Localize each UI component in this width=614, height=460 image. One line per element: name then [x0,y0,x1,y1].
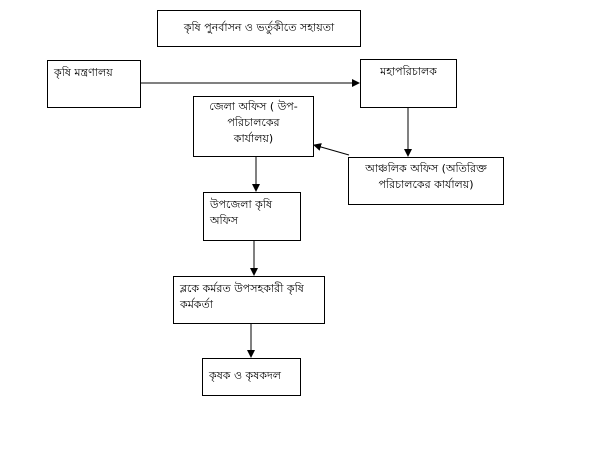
district-office-box: জেলা অফিস ( উপ-পরিচালকের কার্যালয়) [193,96,314,157]
regional-office-box: আঞ্চলিক অফিস (অতিরিক্ত পরিচালকের কার্যাল… [348,157,504,205]
ministry-label: কৃষি মন্ত্রণালয় [54,66,113,79]
director-general-label: মহাপরিচালক [380,65,437,78]
upazila-office-box: উপজেলা কৃষি অফিস [203,192,301,241]
farmers-box: কৃষক ও কৃষকদল [202,358,301,396]
title-text: কৃষি পুনর্বাসন ও ভর্তুকীতে সহায়তা [183,21,335,34]
upazila-office-label: উপজেলা কৃষি অফিস [210,198,273,227]
title-box: কৃষি পুনর্বাসন ও ভর্তুকীতে সহায়তা [157,10,361,47]
ministry-box: কৃষি মন্ত্রণালয় [47,60,141,108]
block-officer-box: ব্লকে কর্মরত উপসহকারী কৃষি কর্মকর্তা [173,276,325,324]
director-general-box: মহাপরিচালক [360,59,457,108]
farmers-label: কৃষক ও কৃষকদল [209,369,281,382]
arrow-regional-to-district [313,143,350,156]
regional-office-label: আঞ্চলিক অফিস (অতিরিক্ত পরিচালকের কার্যাল… [365,162,487,191]
block-officer-label: ব্লকে কর্মরত উপসহকারী কৃষি কর্মকর্তা [180,282,304,311]
district-office-label: জেলা অফিস ( উপ-পরিচালকের কার্যালয়) [209,100,298,145]
